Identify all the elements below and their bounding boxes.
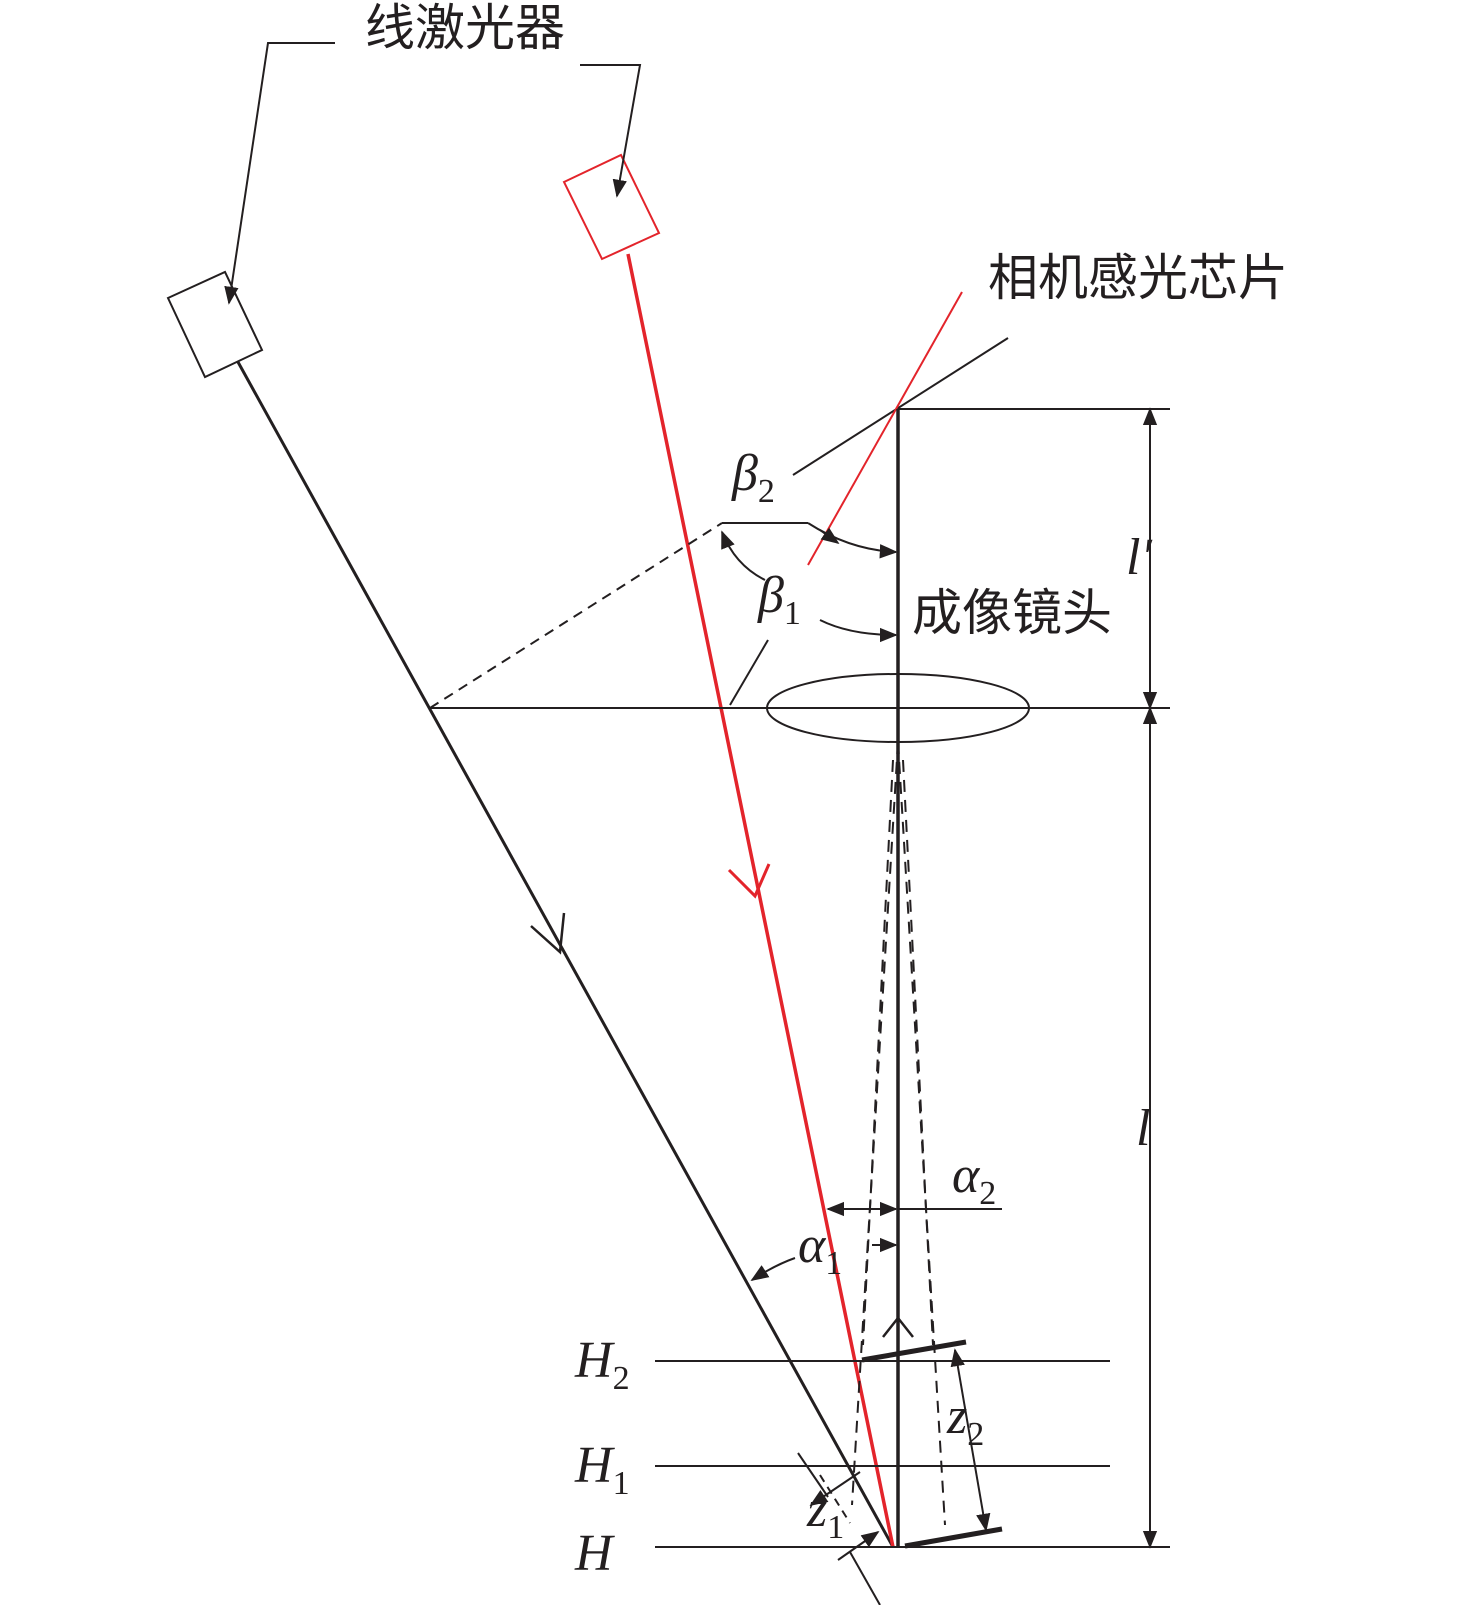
alpha1-label: α1 [798,1217,842,1282]
image-segment-H2 [861,1339,967,1363]
z1-dimension [797,1452,881,1605]
l-label: l [1136,1100,1150,1157]
beta1-angle-arc [721,530,898,706]
sensor-label: 相机感光芯片 [988,249,1288,307]
dashed-construction-line [429,522,723,709]
red-laser-emitter [562,153,661,261]
black-laser-beam [236,361,895,1548]
optical-axis [882,409,914,1547]
laser-label: 线激光器 [365,0,565,57]
red-laser-beam [626,253,895,1548]
z2-dimension [950,1348,991,1532]
beta2-label: β2 [731,445,775,510]
alpha2-label: α2 [952,1147,996,1212]
beta1-label: β1 [757,567,801,632]
z2-label: z2 [946,1388,984,1453]
laser-label-leaders [224,42,642,305]
beta2-angle-arc [722,522,898,559]
black-laser-emitter [166,270,264,379]
image-segment-H [904,1526,1003,1549]
z1-label: z1 [806,1481,844,1546]
lens-label: 成像镜头 [912,584,1112,642]
H2-label: H2 [574,1332,630,1397]
camera-sensor-planes [792,291,1009,566]
l-prime-label: l′ [1126,529,1153,586]
H-label: H [574,1525,615,1582]
H1-label: H1 [574,1437,630,1502]
imaging-dashed-rays [851,741,946,1526]
alpha1-angle-marker [750,1237,898,1281]
